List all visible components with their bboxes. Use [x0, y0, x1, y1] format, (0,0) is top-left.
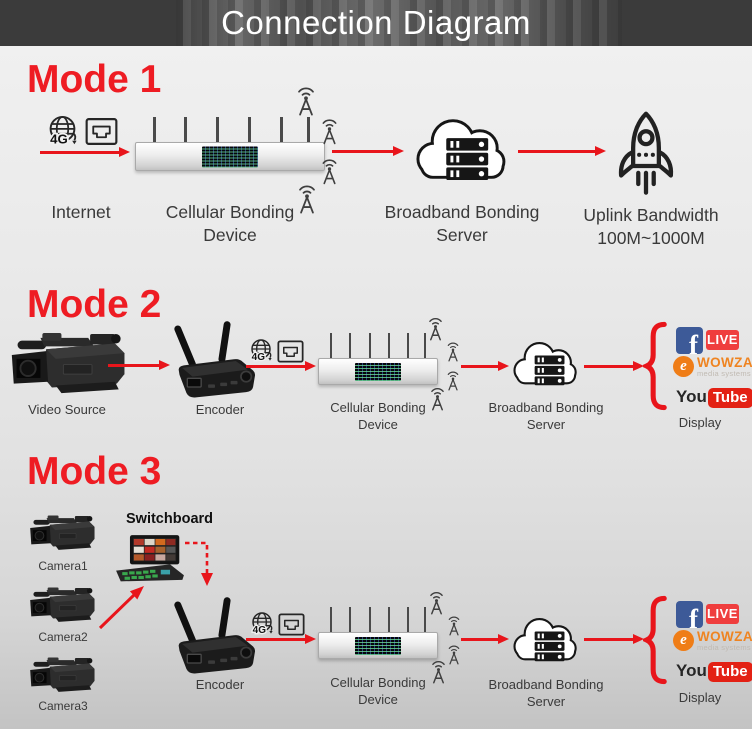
cellular-bonding-device: [318, 607, 438, 659]
cell-tower-icon: [319, 116, 340, 145]
cell-tower-icon: [426, 315, 445, 341]
wowza-name: WOWZA: [697, 629, 752, 644]
wowza-logo-text: WOWZA media systems: [697, 629, 752, 653]
facebook-live-badge: LIVE: [706, 604, 739, 624]
mode1-heading: Mode 1: [27, 58, 162, 101]
facebook-f: f: [689, 604, 698, 628]
cloud-server-icon: [406, 109, 510, 194]
camera3-icon: [28, 651, 100, 701]
page-title: Connection Diagram: [221, 4, 531, 41]
banner-city-photo: [176, 0, 622, 46]
cell-tower-icon: [446, 643, 462, 665]
arrow-camera-to-encoder: [108, 364, 160, 367]
mode3-heading: Mode 3: [27, 450, 162, 493]
label-line: Device: [358, 416, 398, 432]
cell-tower-icon: [445, 369, 461, 391]
wowza-logo-mark: e: [673, 630, 694, 651]
uplink-bandwidth-label: Uplink Bandwidth 100M~1000M: [566, 204, 736, 250]
internet-label: Internet: [51, 202, 111, 222]
arrow-internet-to-device: [40, 151, 120, 154]
label-line: 100M~1000M: [597, 227, 705, 248]
facebook-logo: f: [676, 601, 703, 628]
youtube-tube: Tube: [707, 388, 752, 408]
switchboard-label: Switchboard: [126, 511, 214, 527]
switchboard-device: [113, 531, 187, 587]
encoder-label: Encoder: [195, 677, 245, 692]
arrow-device-to-server: [461, 638, 499, 641]
facebook-f: f: [689, 330, 698, 354]
label-line: Device: [358, 691, 398, 707]
camera2-label: Camera2: [38, 630, 88, 644]
camera1-icon: [28, 509, 100, 559]
display-label: Display: [678, 415, 722, 430]
cellular-bonding-device: [318, 333, 438, 385]
video-source-label: Video Source: [28, 402, 106, 417]
cell-tower-icon: [294, 84, 318, 116]
arrow-server-to-uplink: [518, 150, 596, 153]
curly-brace: [643, 592, 667, 688]
cell-tower-icon: [446, 614, 462, 636]
label-line: Server: [526, 416, 566, 432]
youtube-you: You: [676, 661, 707, 680]
arrow-encoder-to-device: [246, 365, 306, 368]
broadband-bonding-server-label: Broadband Bonding Server: [372, 201, 552, 247]
mode2-heading: Mode 2: [27, 283, 162, 326]
wowza-tagline: media systems: [697, 369, 751, 379]
cellular-bonding-device-label: Cellular Bonding Device: [140, 201, 320, 247]
broadband-bonding-server-label: Broadband Bonding Server: [486, 400, 606, 434]
youtube-tube: Tube: [707, 662, 752, 682]
facebook-live-badge: LIVE: [706, 330, 739, 350]
label-line: Broadband Bonding: [488, 677, 604, 692]
label-line: Broadband Bonding: [488, 400, 604, 415]
label-line: Cellular Bonding: [165, 202, 295, 222]
cellular-bonding-device: [135, 117, 325, 171]
arrow-cameras-to-switchboard: [96, 582, 148, 632]
camera3-label: Camera3: [38, 699, 88, 713]
dashed-arrow-switchboard-to-encoder: [183, 540, 215, 590]
facebook-logo: f: [676, 327, 703, 354]
cell-tower-icon: [427, 589, 446, 615]
label-line: Cellular Bonding: [330, 400, 426, 415]
label-line: Uplink Bandwidth: [583, 205, 719, 225]
ethernet-port-icon: [278, 612, 305, 637]
4g-globe-icon: [44, 113, 81, 150]
ethernet-port-icon: [85, 116, 118, 147]
arrow-server-to-display: [584, 638, 634, 641]
curly-brace: [643, 318, 667, 414]
label-line: Broadband Bonding: [384, 202, 540, 222]
arrow-encoder-to-device: [246, 638, 306, 641]
camera2-icon: [28, 581, 100, 631]
4g-globe-icon: [248, 610, 276, 638]
cell-tower-icon: [319, 156, 340, 185]
encoder-label: Encoder: [195, 402, 245, 417]
4g-globe-icon: [247, 337, 275, 365]
cell-tower-icon: [445, 340, 461, 362]
label-line: Server: [436, 224, 488, 245]
cloud-server-icon: [506, 610, 580, 672]
cellular-bonding-device-label: Cellular Bonding Device: [318, 400, 438, 434]
camera1-label: Camera1: [38, 559, 88, 573]
display-label: Display: [678, 690, 722, 705]
arrow-server-to-display: [584, 365, 634, 368]
label-line: Server: [526, 693, 566, 709]
broadband-bonding-server-label: Broadband Bonding Server: [486, 677, 606, 711]
label-line: Device: [203, 224, 257, 245]
wowza-logo-text: WOWZA media systems: [697, 355, 752, 379]
arrow-device-to-server: [332, 150, 394, 153]
cellular-bonding-device-label: Cellular Bonding Device: [318, 675, 438, 709]
cloud-server-icon: [506, 334, 580, 396]
encoder-device: [170, 596, 260, 678]
ethernet-port-icon: [277, 339, 304, 364]
youtube-you: You: [676, 387, 707, 406]
rocket-icon: [610, 103, 682, 205]
label-line: Cellular Bonding: [330, 675, 426, 690]
arrow-device-to-server: [461, 365, 499, 368]
header-banner: Connection Diagram: [0, 0, 752, 46]
wowza-logo-mark: e: [673, 356, 694, 377]
wowza-tagline: media systems: [697, 643, 751, 653]
wowza-name: WOWZA: [697, 355, 752, 370]
